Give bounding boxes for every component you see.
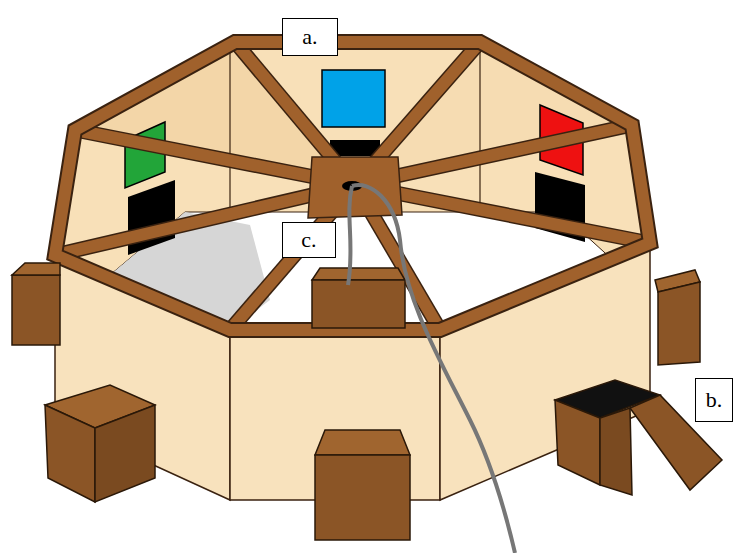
label-text: b. [706, 388, 723, 412]
label-text: c. [301, 228, 316, 252]
label-text: a. [302, 25, 317, 49]
label-box: c. [282, 222, 336, 258]
label-box: a. [282, 18, 338, 56]
label-box: b. [695, 378, 733, 422]
